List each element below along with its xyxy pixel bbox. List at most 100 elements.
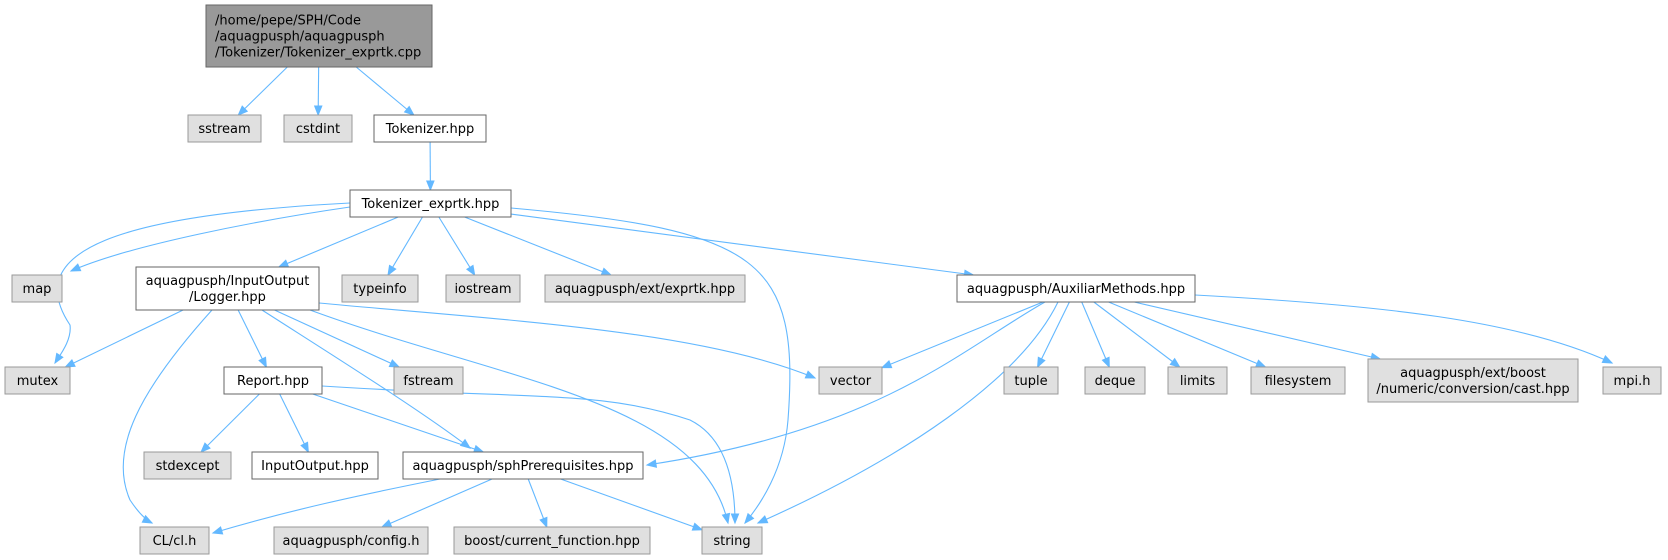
edge-line xyxy=(1134,301,1381,360)
node-label: string xyxy=(713,534,750,549)
edge-auxiliar-to-deque xyxy=(1081,301,1110,369)
edge-line xyxy=(881,301,1044,369)
node-config: aquagpusph/config.h xyxy=(273,526,429,555)
node-box xyxy=(205,4,433,68)
node-label: Report.hpp xyxy=(237,374,309,389)
node-box xyxy=(283,114,353,143)
arrowhead xyxy=(69,263,82,272)
node-box xyxy=(223,366,323,395)
edge-line xyxy=(1093,301,1181,368)
arrowhead xyxy=(744,512,755,525)
node-tokenizer_hpp[interactable]: Tokenizer.hpp xyxy=(373,114,487,143)
node-label: sstream xyxy=(198,122,250,137)
node-logger[interactable]: aquagpusph/InputOutput/Logger.hpp xyxy=(135,266,320,311)
edge-root-to-cstdint xyxy=(313,66,323,117)
node-label: /aquagpusph/aquagpusph xyxy=(215,30,385,45)
node-box xyxy=(818,366,883,395)
edge-line xyxy=(261,309,471,449)
arrowhead xyxy=(237,105,249,116)
node-iostream: iostream xyxy=(445,274,521,303)
arrowhead xyxy=(804,370,817,379)
node-label: CL/cl.h xyxy=(153,534,197,549)
node-label: /home/pepe/SPH/Code xyxy=(215,14,361,29)
arrowhead xyxy=(1101,356,1110,369)
node-filesystem: filesystem xyxy=(1250,366,1346,395)
node-label: mutex xyxy=(17,374,59,389)
edge-report-to-sphprereq xyxy=(312,393,485,454)
node-report[interactable]: Report.hpp xyxy=(223,366,323,395)
node-root[interactable]: /home/pepe/SPH/Code/aquagpusph/aquagpusp… xyxy=(205,4,433,68)
arrowhead xyxy=(472,444,485,454)
node-box xyxy=(1250,366,1346,395)
edge-tokenizer_exprtk_hpp-to-map xyxy=(69,206,351,272)
node-box xyxy=(349,189,512,218)
arrowhead xyxy=(1037,356,1046,369)
arrowhead xyxy=(387,264,397,277)
node-label: typeinfo xyxy=(353,282,406,297)
node-label: aquagpusph/ext/exprtk.hpp xyxy=(555,282,735,297)
node-label: aquagpusph/sphPrerequisites.hpp xyxy=(412,459,633,474)
arrowhead xyxy=(426,180,435,192)
arrowhead xyxy=(141,514,154,524)
edge-auxiliar-to-vector xyxy=(880,301,1044,369)
node-cstdint: cstdint xyxy=(283,114,353,143)
node-sphprereq[interactable]: aquagpusph/sphPrerequisites.hpp xyxy=(402,451,644,480)
node-box xyxy=(453,526,651,555)
edge-line xyxy=(464,216,612,276)
edge-tokenizer_exprtk_hpp-to-string xyxy=(510,207,791,525)
node-box xyxy=(1602,366,1662,395)
arrowhead xyxy=(721,512,731,525)
node-box xyxy=(544,274,746,303)
node-label: /Logger.hpp xyxy=(189,290,266,305)
arrowhead xyxy=(380,519,393,528)
node-box xyxy=(273,526,429,555)
edge-line xyxy=(237,309,267,368)
node-inputoutput[interactable]: InputOutput.hpp xyxy=(251,451,379,480)
arrowhead xyxy=(645,459,658,468)
arrowhead xyxy=(756,515,769,524)
edge-logger-to-mutex xyxy=(64,309,184,368)
node-label: Tokenizer_exprtk.hpp xyxy=(361,197,500,212)
node-box xyxy=(187,114,262,143)
edge-line xyxy=(309,309,729,524)
edge-sphprereq-to-config xyxy=(380,478,493,528)
node-box xyxy=(393,366,464,395)
node-box xyxy=(135,266,320,311)
edge-root-to-tokenizer_hpp xyxy=(355,66,415,116)
node-label: aquagpusph/ext/boost xyxy=(1400,366,1546,381)
edge-line xyxy=(278,216,399,268)
edge-sphprereq-to-boostfunc xyxy=(527,478,548,529)
edge-line xyxy=(70,206,351,272)
node-limits: limits xyxy=(1167,366,1228,395)
edge-line xyxy=(237,66,288,116)
node-box xyxy=(1003,366,1059,395)
edge-logger-to-report xyxy=(237,309,267,369)
edge-line xyxy=(54,202,351,364)
arrowhead xyxy=(300,441,309,454)
edge-report-to-inputoutput xyxy=(279,393,309,454)
arrowhead xyxy=(258,356,267,369)
edge-line xyxy=(122,309,213,524)
arrowhead xyxy=(64,358,76,368)
arrowhead xyxy=(388,359,401,368)
node-tuple: tuple xyxy=(1003,366,1059,395)
edge-line xyxy=(646,301,1046,466)
node-label: deque xyxy=(1095,374,1136,389)
edge-auxiliar-to-boostcast xyxy=(1134,301,1382,362)
node-box xyxy=(11,274,63,303)
node-box xyxy=(445,274,521,303)
edge-line xyxy=(200,393,260,453)
node-label: boost/current_function.hpp xyxy=(464,534,640,549)
node-clh: CL/cl.h xyxy=(139,526,210,555)
edge-line xyxy=(510,207,791,524)
node-box xyxy=(4,366,71,395)
arrowhead xyxy=(459,438,472,449)
node-box xyxy=(373,114,487,143)
node-auxiliar[interactable]: aquagpusph/AuxiliarMethods.hpp xyxy=(956,274,1196,303)
node-tokenizer_exprtk_hpp[interactable]: Tokenizer_exprtk.hpp xyxy=(349,189,512,218)
edge-tokenizer_exprtk_hpp-to-exprtk xyxy=(464,216,613,276)
arrowhead xyxy=(691,522,704,531)
node-box xyxy=(1367,358,1579,403)
arrowhead xyxy=(200,442,211,453)
